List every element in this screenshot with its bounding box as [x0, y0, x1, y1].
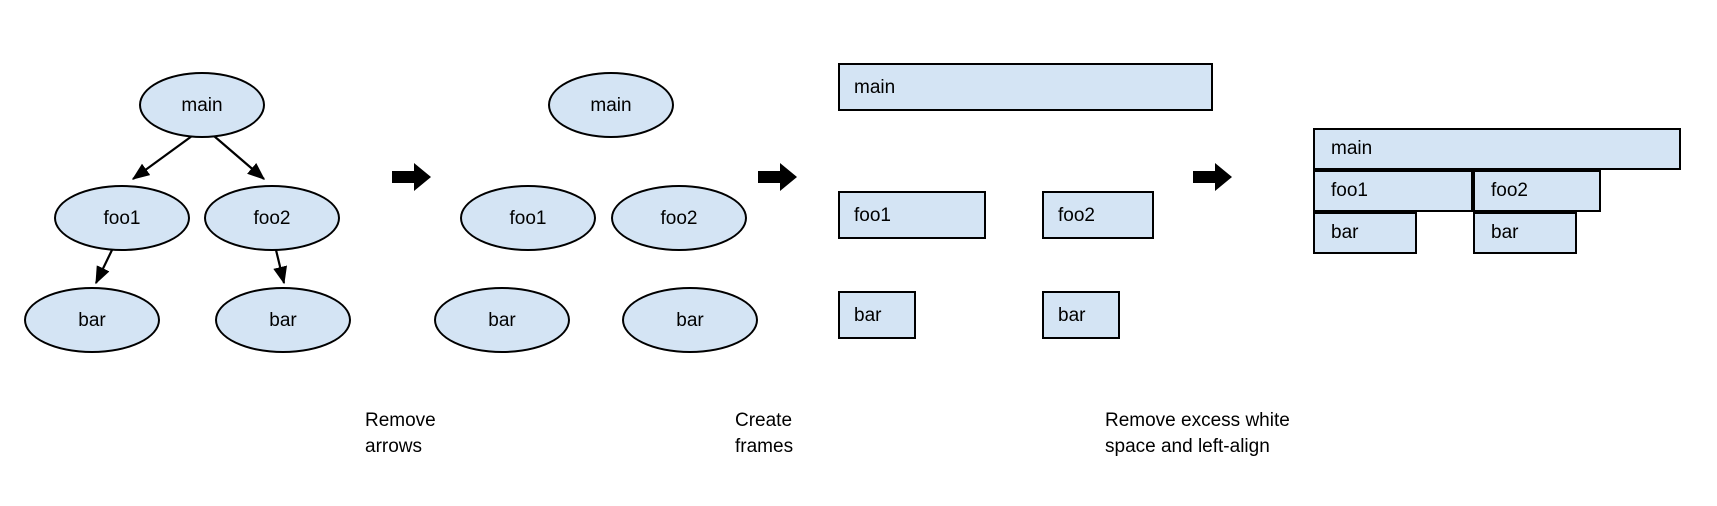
frame-box-foo1: foo1: [838, 191, 986, 239]
edge-main-to-foo2: [213, 135, 266, 180]
node-label: foo2: [660, 207, 698, 229]
edge-foo1-to-bar: [95, 249, 113, 285]
node-label: foo2: [1058, 204, 1095, 226]
frame-box-foo2: foo2: [1042, 191, 1154, 239]
node-label: bar: [1491, 222, 1519, 243]
tree-node-main: main: [139, 72, 265, 138]
node-label: foo1: [854, 204, 891, 226]
tree-node-foo2: foo2: [204, 185, 340, 251]
frame-box-bar-right: bar: [1042, 291, 1120, 339]
tree-node-foo1: foo1: [54, 185, 190, 251]
node-label: foo1: [1331, 180, 1368, 201]
plain-node-foo2: foo2: [611, 185, 747, 251]
node-label: main: [1331, 138, 1373, 159]
frame-box-main: main: [838, 63, 1213, 111]
flame-frame-bar-right: bar: [1473, 212, 1577, 254]
plain-node-main: main: [548, 72, 674, 138]
caption-create-frames: Create frames: [735, 410, 794, 457]
node-label: foo1: [509, 207, 547, 229]
flame-frame-main: main: [1313, 128, 1681, 170]
node-label: bar: [1058, 304, 1086, 326]
node-label: bar: [854, 304, 882, 326]
node-label: foo1: [103, 207, 141, 229]
caption-remove-arrows: Remove arrows: [365, 410, 436, 457]
node-label: main: [854, 76, 896, 98]
edge-foo2-to-bar: [273, 249, 288, 285]
node-label: bar: [676, 309, 704, 331]
tree-node-bar-left: bar: [24, 287, 160, 353]
node-label: foo2: [1491, 180, 1528, 201]
frame-box-bar-left: bar: [838, 291, 916, 339]
plain-node-foo1: foo1: [460, 185, 596, 251]
node-label: main: [590, 94, 632, 116]
flame-frame-foo1: foo1: [1313, 170, 1473, 212]
node-label: foo2: [253, 207, 291, 229]
plain-node-bar-right: bar: [622, 287, 758, 353]
node-label: bar: [1331, 222, 1359, 243]
node-label: bar: [269, 309, 297, 331]
tree-node-bar-right: bar: [215, 287, 351, 353]
step-arrow-create-frames: [758, 160, 798, 194]
edge-main-to-foo1: [131, 135, 193, 180]
node-label: bar: [488, 309, 516, 331]
caption-left-align: Remove excess white space and left-align: [1105, 410, 1290, 457]
flame-frame-bar-left: bar: [1313, 212, 1417, 254]
flame-frame-foo2: foo2: [1473, 170, 1601, 212]
plain-node-bar-left: bar: [434, 287, 570, 353]
step-arrow-remove-arrows: [392, 160, 432, 194]
node-label: main: [181, 94, 223, 116]
node-label: bar: [78, 309, 106, 331]
step-arrow-left-align: [1193, 160, 1233, 194]
